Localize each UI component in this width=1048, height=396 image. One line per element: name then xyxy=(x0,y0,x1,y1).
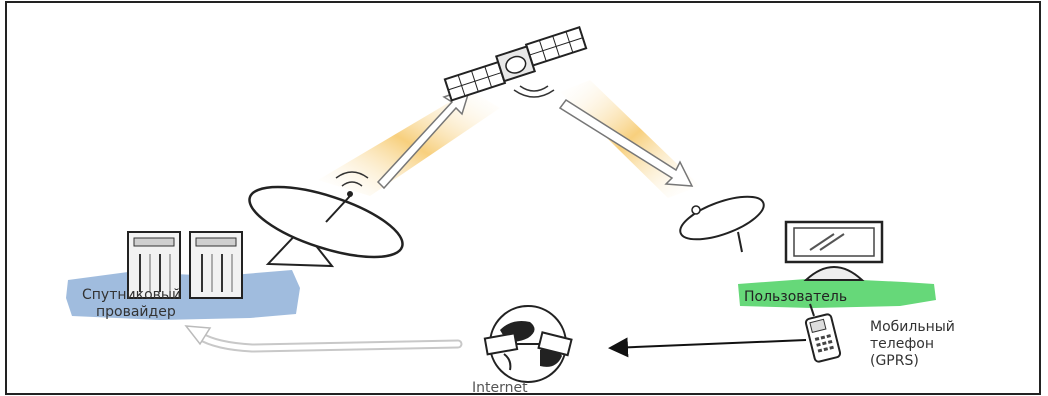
provider-label-line1: Спутниковый xyxy=(82,287,181,303)
satellite-dish-small-icon xyxy=(675,188,769,252)
internet-to-provider-arrow xyxy=(186,326,458,348)
phone-label-line2: телефон xyxy=(870,336,934,352)
uplink-beam xyxy=(318,90,500,196)
mobile-phone-icon xyxy=(805,304,841,362)
user-label: Пользователь xyxy=(744,289,847,305)
internet-globe-icon xyxy=(485,306,572,382)
downlink-arrow xyxy=(560,100,692,186)
monitor-icon xyxy=(786,222,882,280)
provider-label-line2: провайдер xyxy=(96,304,176,320)
internet-label: Internet xyxy=(472,380,528,396)
phone-label-line1: Мобильный xyxy=(870,319,955,335)
phone-to-internet-arrow xyxy=(612,340,806,348)
phone-label-line3: (GPRS) xyxy=(870,353,919,369)
